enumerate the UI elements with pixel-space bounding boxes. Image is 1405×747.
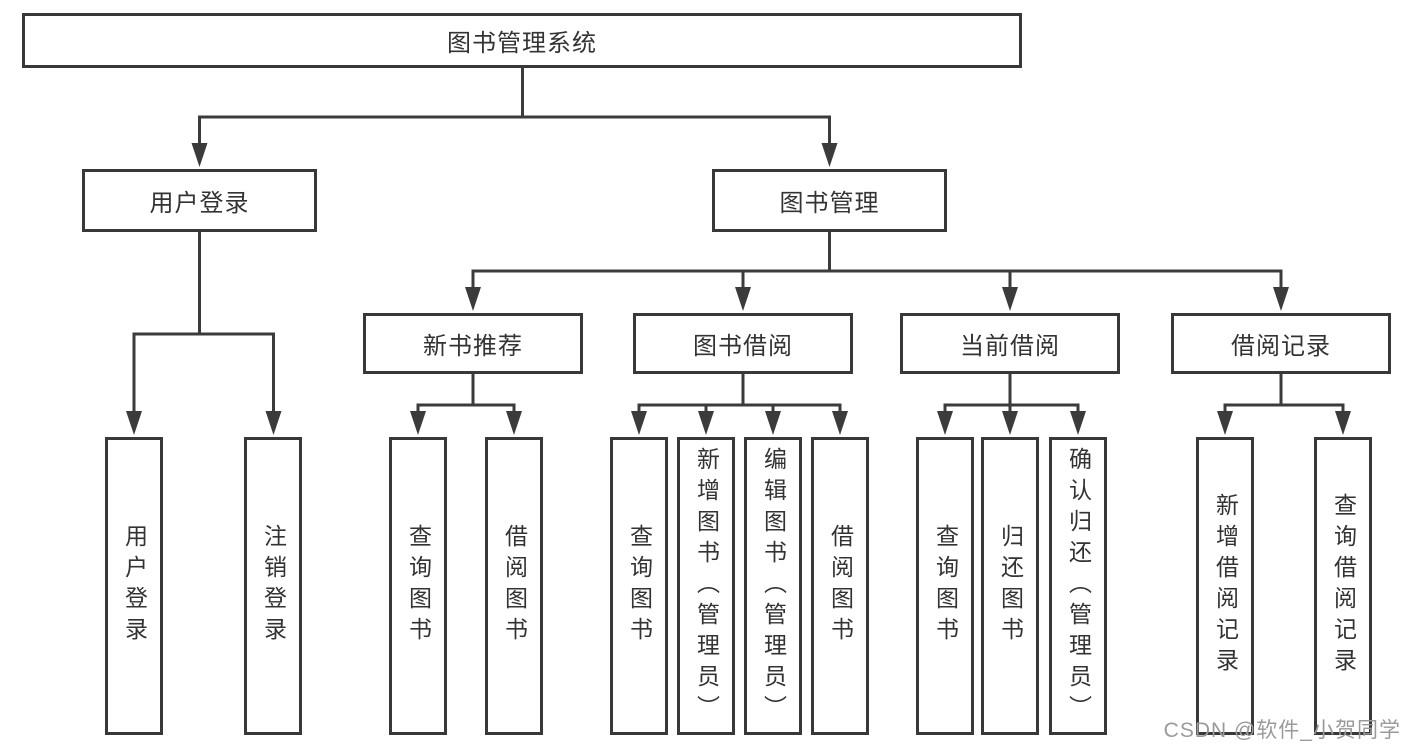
- node-current-borrow: 当前借阅: [900, 313, 1120, 374]
- csdn-watermark: CSDN @软件_小贺同学: [1163, 719, 1401, 742]
- node-label: 图书管理系统: [447, 30, 597, 57]
- leaf-add-book-admin: 新增图书（管理员）: [677, 437, 735, 735]
- node-label: 用户登录: [149, 190, 250, 217]
- leaf-query-books-current: 查询图书: [916, 437, 974, 735]
- leaf-logout-login: 注销登录: [244, 437, 302, 735]
- leaf-label: 编辑图书（管理员）: [760, 446, 787, 726]
- leaf-label: 确认归还（管理员）: [1065, 446, 1092, 726]
- leaf-borrow-books: 借阅图书: [811, 437, 869, 735]
- connector-user-login-to-leaves: [126, 230, 282, 435]
- leaf-query-borrow-record: 查询借阅记录: [1314, 437, 1372, 735]
- leaf-confirm-return-admin: 确认归还（管理员）: [1049, 437, 1107, 735]
- connector-root-to-level2: [191, 66, 838, 167]
- node-borrow-records: 借阅记录: [1171, 313, 1391, 374]
- node-library-management-system: 图书管理系统: [22, 13, 1022, 68]
- node-label: 新书推荐: [423, 333, 523, 360]
- leaf-label: 借阅图书: [827, 524, 854, 648]
- leaf-edit-book-admin: 编辑图书（管理员）: [744, 437, 802, 735]
- leaf-label: 新增图书（管理员）: [693, 446, 720, 726]
- leaf-label: 注销登录: [260, 524, 287, 648]
- connector-book-borrow-to-leaves: [631, 372, 848, 435]
- node-book-management: 图书管理: [712, 169, 947, 232]
- leaf-label: 借阅图书: [501, 524, 528, 648]
- leaf-label: 查询图书: [405, 524, 432, 648]
- connector-book-management-to-level3: [465, 230, 1289, 311]
- leaf-label: 用户登录: [121, 524, 148, 648]
- connector-new-book-recommend-to-leaves: [410, 372, 522, 435]
- leaf-add-borrow-record: 新增借阅记录: [1196, 437, 1254, 735]
- node-user-login: 用户登录: [82, 169, 317, 232]
- leaf-label: 查询图书: [932, 524, 959, 648]
- connector-current-borrow-to-leaves: [937, 372, 1086, 435]
- node-new-book-recommend: 新书推荐: [363, 313, 583, 374]
- node-label: 当前借阅: [960, 333, 1060, 360]
- connector-borrow-records-to-leaves: [1217, 372, 1351, 435]
- leaf-label: 归还图书: [997, 524, 1024, 648]
- node-label: 图书借阅: [693, 333, 793, 360]
- leaf-return-book: 归还图书: [981, 437, 1039, 735]
- leaf-user-login: 用户登录: [105, 437, 163, 735]
- leaf-label: 查询借阅记录: [1330, 493, 1357, 679]
- leaf-borrow-books-recommend: 借阅图书: [485, 437, 543, 735]
- leaf-query-books-recommend: 查询图书: [389, 437, 447, 735]
- node-label: 借阅记录: [1231, 333, 1331, 360]
- node-label: 图书管理: [779, 190, 880, 217]
- leaf-query-books-borrow: 查询图书: [610, 437, 668, 735]
- leaf-label: 查询图书: [626, 524, 653, 648]
- leaf-label: 新增借阅记录: [1212, 493, 1239, 679]
- node-book-borrow: 图书借阅: [633, 313, 853, 374]
